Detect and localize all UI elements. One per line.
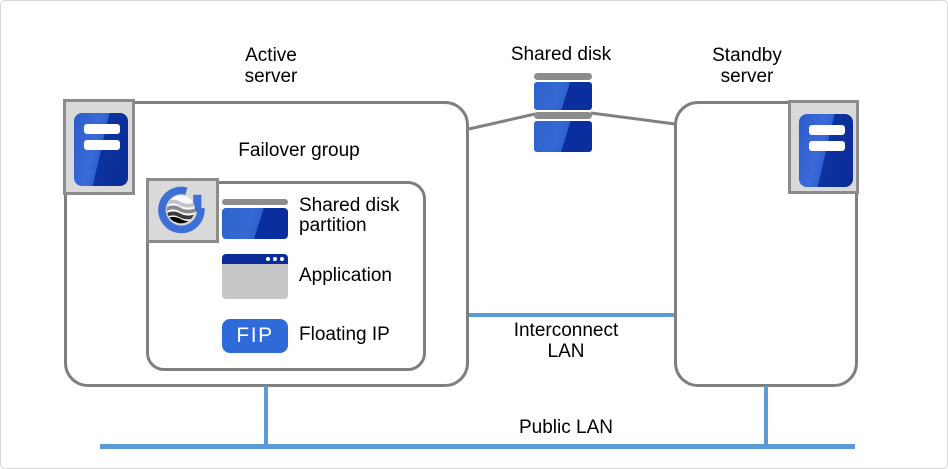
server-bar <box>809 125 845 135</box>
server-bar <box>84 140 120 150</box>
standby-server-lan-drop-line <box>764 386 768 446</box>
shared-disk-icon <box>534 73 592 152</box>
server-tower <box>799 114 853 187</box>
expresscluster-logo-icon <box>157 186 205 233</box>
floating-ip-badge: FIP <box>222 319 288 353</box>
failover-group-label: Failover group <box>238 140 360 161</box>
window-dot <box>273 257 277 261</box>
standby-server-icon <box>788 100 859 194</box>
active-server-label: Active server <box>244 45 298 87</box>
floating-ip-label: Floating IP <box>299 324 390 345</box>
active-server-icon <box>63 99 135 195</box>
disk-body <box>534 121 592 152</box>
disk-partition-icon <box>222 199 288 239</box>
server-bar <box>809 141 845 151</box>
window-dot <box>266 257 270 261</box>
shared-disk-partition-label: Shared disk partition <box>299 195 400 236</box>
standby-server-label: Standby server <box>712 45 782 87</box>
server-bar <box>84 124 120 134</box>
interconnect-lan-label: Interconnect LAN <box>513 320 619 362</box>
application-window-icon <box>222 254 288 299</box>
disk-body <box>222 208 288 239</box>
connector-line-right <box>590 111 676 126</box>
expresscluster-logo <box>146 178 219 243</box>
window-body <box>222 264 288 299</box>
disk-body <box>534 82 592 110</box>
disk-cap <box>534 73 592 80</box>
fip-badge-text: FIP <box>236 324 274 347</box>
public-lan-label: Public LAN <box>519 417 613 438</box>
interconnect-lan-line <box>469 313 674 317</box>
disk-cap <box>534 112 592 119</box>
connector-line-left <box>468 112 536 131</box>
disk-cap <box>222 199 288 205</box>
application-label: Application <box>299 265 392 286</box>
window-titlebar <box>222 254 288 264</box>
active-server-lan-drop-line <box>264 386 268 446</box>
public-lan-line <box>100 444 855 449</box>
server-tower <box>74 113 128 186</box>
shared-disk-label: Shared disk <box>510 44 612 65</box>
window-dot <box>280 257 284 261</box>
